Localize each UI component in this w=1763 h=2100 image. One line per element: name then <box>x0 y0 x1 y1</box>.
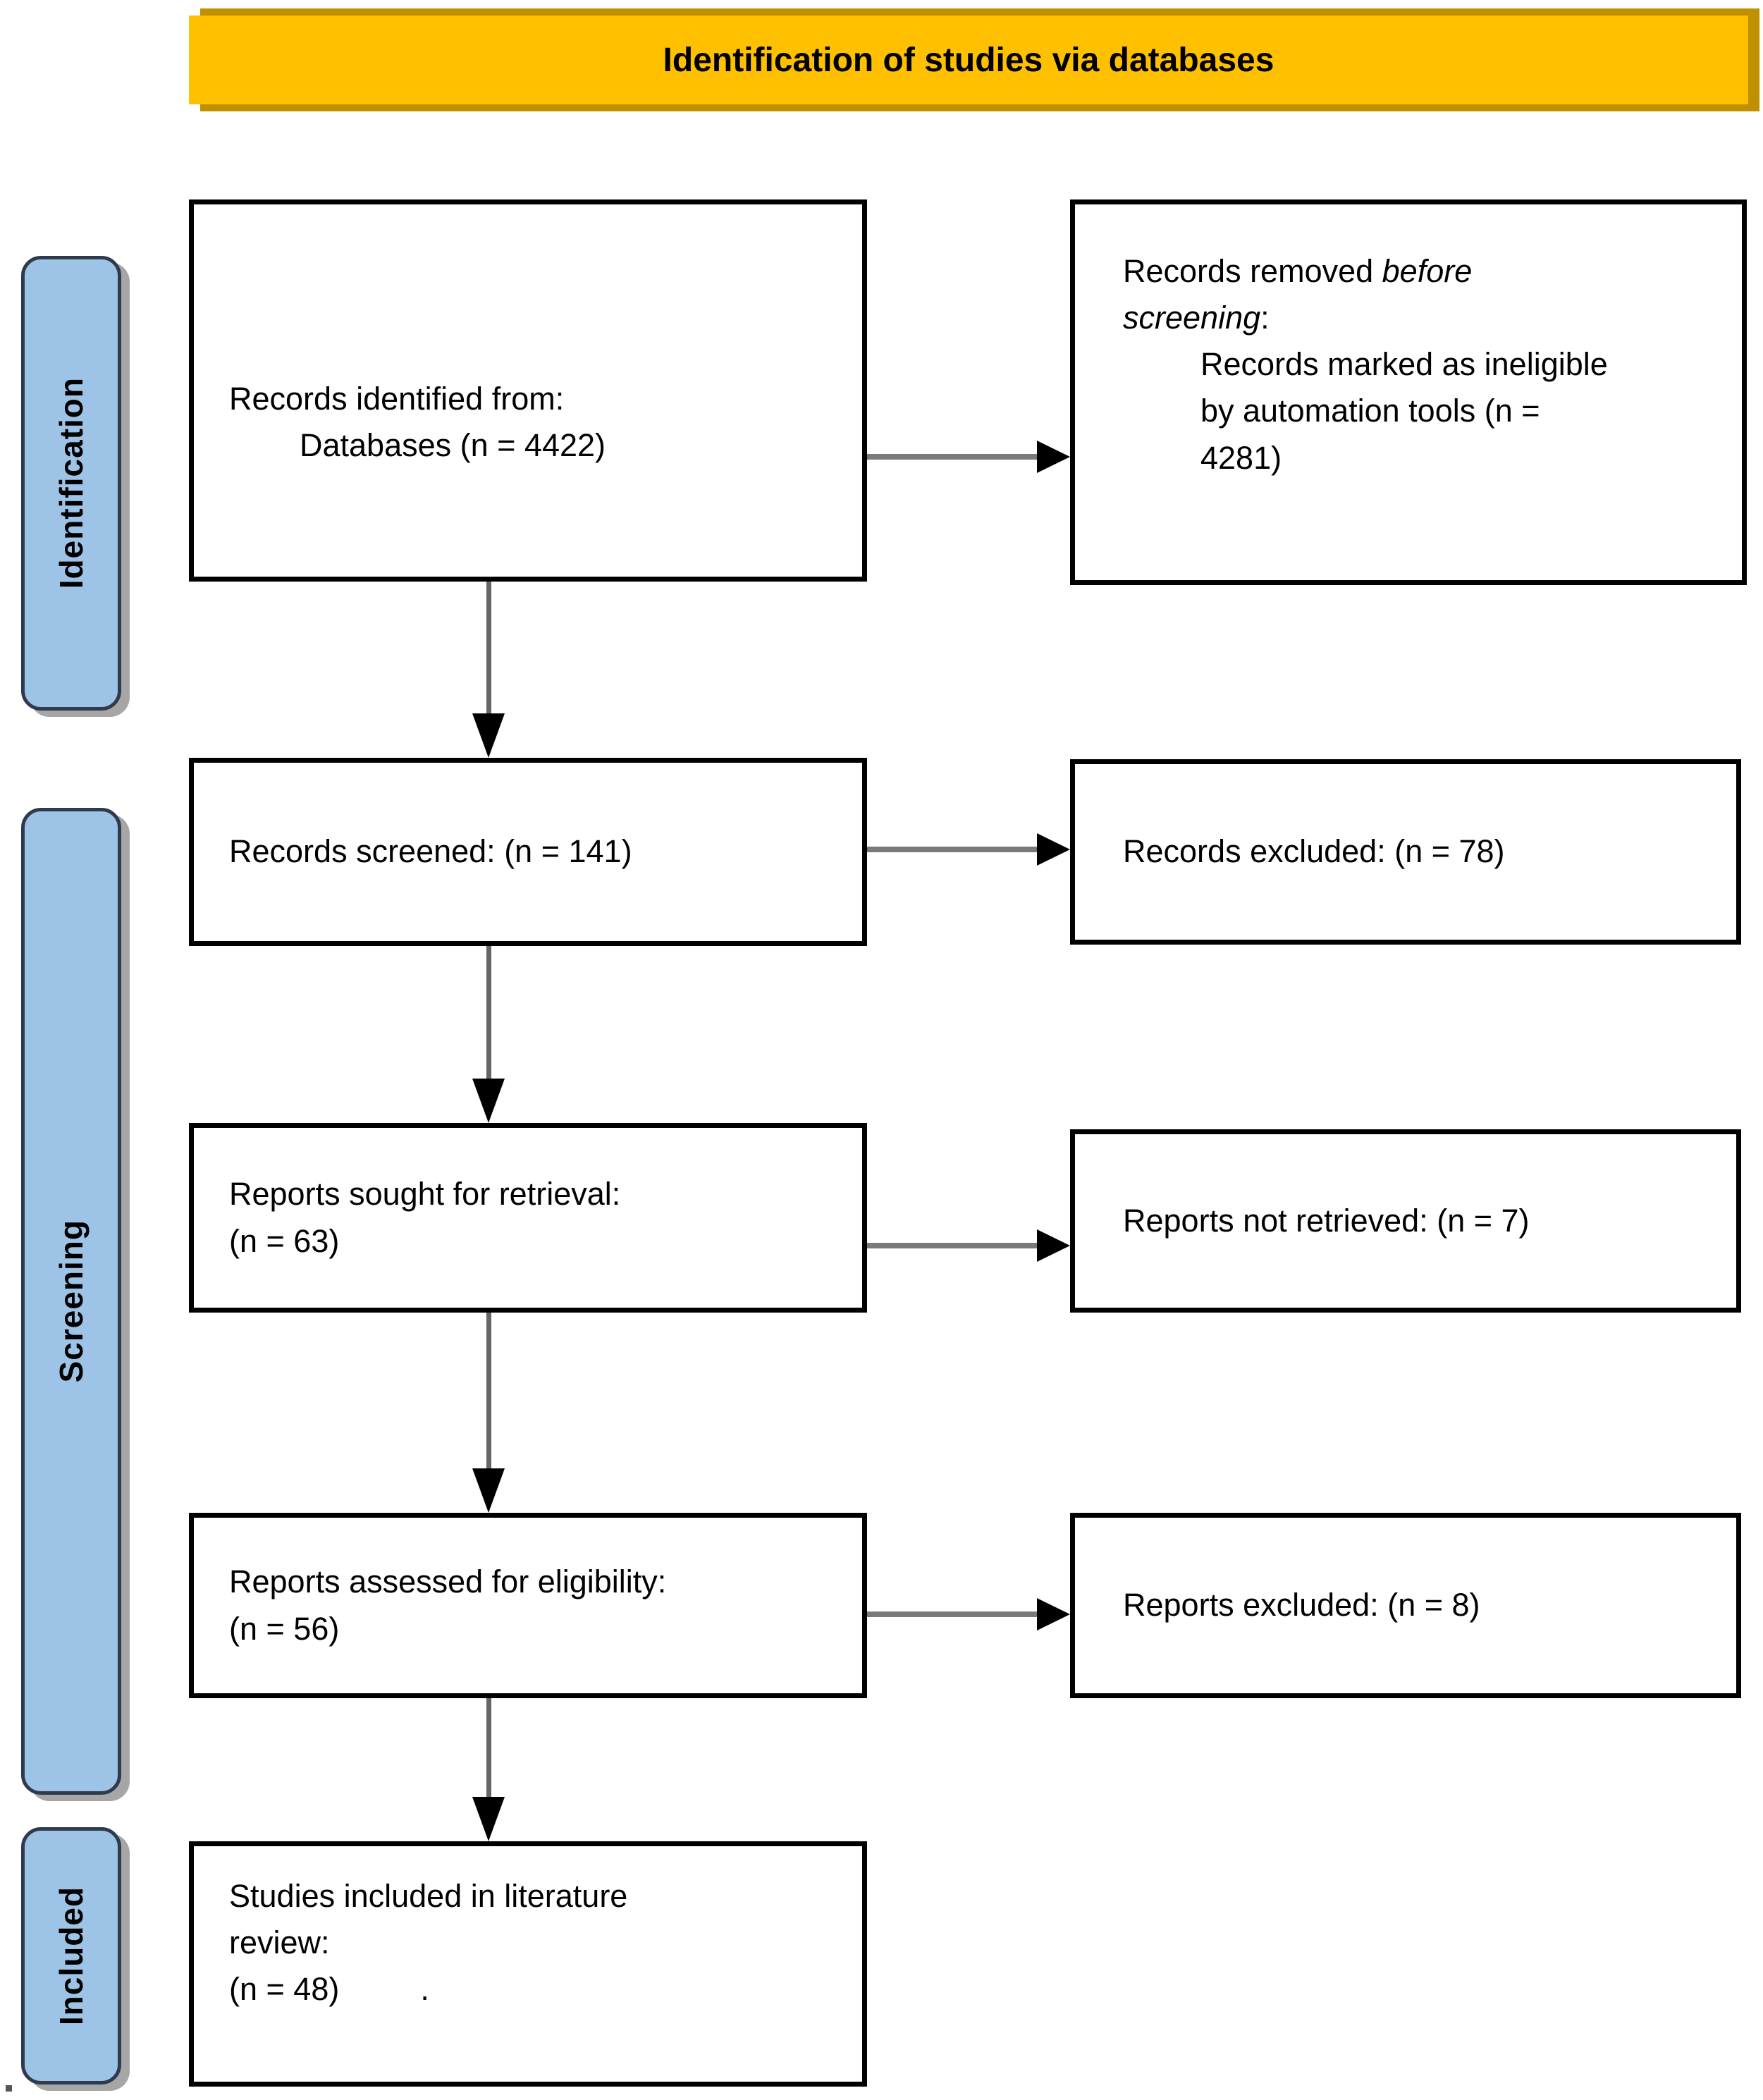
stage-label-identification-text: Identification <box>53 377 90 589</box>
arrow-sought-to-notretrieved-line <box>867 1243 1039 1248</box>
records-screened-text: Records screened: (n = 141) <box>229 833 632 870</box>
arrow-sought-to-assessed-line <box>486 1313 491 1472</box>
arrow-assessed-to-reportsexcluded-head <box>1037 1598 1070 1631</box>
arrow-screened-to-excluded-head <box>1037 833 1070 866</box>
reports-assessed-line2: (n = 56) <box>229 1610 340 1647</box>
reports-excluded-text: Reports excluded: (n = 8) <box>1123 1587 1480 1623</box>
box-records-removed: Records removed before screening: Record… <box>1070 199 1747 585</box>
box-reports-sought: Reports sought for retrieval: (n = 63) <box>189 1123 867 1313</box>
stage-label-included: Included <box>21 1827 121 2084</box>
stage-label-screening: Screening <box>21 808 121 1795</box>
stage-label-included-text: Included <box>53 1886 90 2026</box>
reports-not-retrieved-text: Reports not retrieved: (n = 7) <box>1123 1202 1530 1239</box>
arrow-identified-to-removed-head <box>1037 441 1070 473</box>
records-removed-detail: Records marked as ineligible by automati… <box>1200 346 1608 476</box>
box-reports-not-retrieved: Reports not retrieved: (n = 7) <box>1070 1129 1741 1313</box>
arrow-sought-to-assessed-head <box>472 1468 505 1513</box>
box-reports-assessed: Reports assessed for eligibility: (n = 5… <box>189 1513 867 1698</box>
reports-sought-line2: (n = 63) <box>229 1222 340 1259</box>
reports-sought-line1: Reports sought for retrieval: <box>229 1176 621 1212</box>
box-records-screened: Records screened: (n = 141) <box>189 758 867 946</box>
arrow-assessed-to-included-head <box>472 1797 505 1841</box>
stray-speck <box>6 2085 12 2092</box>
studies-included-line1: Studies included in literature <box>229 1877 628 1914</box>
studies-included-line2: review: <box>229 1924 330 1960</box>
box-records-identified: Records identified from: Databases (n = … <box>189 199 867 582</box>
reports-assessed-line1: Reports assessed for eligibility: <box>229 1564 667 1600</box>
stray-dot: . <box>420 1971 429 2008</box>
box-records-excluded: Records excluded: (n = 78) <box>1070 759 1741 945</box>
arrow-identified-to-screened-line <box>486 582 491 720</box>
records-removed-line2: screening: <box>1123 300 1270 336</box>
stage-label-identification: Identification <box>21 256 121 711</box>
records-identified-line1: Records identified from: <box>229 380 565 417</box>
box-studies-included: Studies included in literature review: (… <box>189 1841 867 2087</box>
records-excluded-text: Records excluded: (n = 78) <box>1123 833 1505 870</box>
arrow-assessed-to-reportsexcluded-line <box>867 1611 1039 1617</box>
arrow-screened-to-sought-line <box>486 946 491 1081</box>
banner-title: Identification of studies via databases <box>189 16 1748 104</box>
stage-label-screening-text: Screening <box>53 1220 90 1383</box>
arrow-identified-to-removed-line <box>867 454 1039 460</box>
arrow-screened-to-excluded-line <box>867 847 1039 852</box>
arrow-assessed-to-included-line <box>486 1698 491 1800</box>
records-identified-line2: Databases (n = 4422) <box>300 427 606 463</box>
box-reports-excluded: Reports excluded: (n = 8) <box>1070 1513 1741 1698</box>
arrow-sought-to-notretrieved-head <box>1037 1229 1070 1262</box>
studies-included-line3: (n = 48). <box>229 1966 862 2013</box>
records-removed-line1: Records removed before <box>1123 253 1473 289</box>
arrow-screened-to-sought-head <box>472 1079 505 1123</box>
arrow-identified-to-screened-head <box>472 713 505 758</box>
